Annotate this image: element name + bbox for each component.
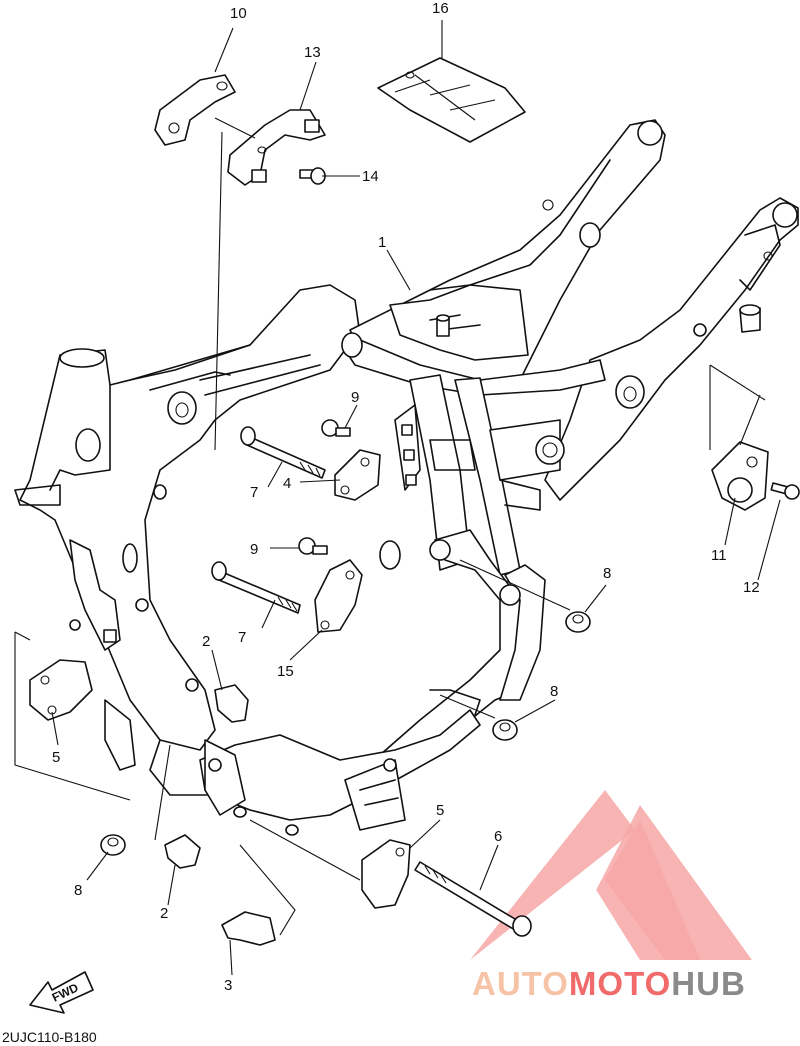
callout-8-left: 8: [74, 882, 82, 899]
callout-13: 13: [304, 44, 321, 61]
part-8-nut-mid: [565, 611, 591, 633]
part-2-clamp-lower: [164, 834, 201, 869]
part-9-bolt-lower: [298, 537, 328, 555]
callout-14: 14: [362, 168, 379, 185]
callout-16: 16: [432, 0, 449, 17]
callout-5-left: 5: [52, 749, 60, 766]
callout-labels: 10 16 13 14 1 9 7 4 9 7 15 2 5 8 8 11 12…: [52, 0, 760, 994]
callout-4: 4: [283, 475, 291, 492]
part-14-bolt: [299, 167, 326, 185]
watermark-auto: AUTO: [472, 965, 569, 1002]
main-frame: [14, 119, 799, 836]
callout-8-lower: 8: [550, 683, 558, 700]
part-13-bracket: [227, 109, 326, 186]
part-8-nut-lower: [492, 719, 518, 741]
part-4-plate: [334, 449, 381, 501]
callout-9-lower: 9: [250, 541, 258, 558]
callout-12: 12: [743, 579, 760, 596]
callout-15: 15: [277, 663, 294, 680]
callout-9-upper: 9: [351, 389, 359, 406]
callout-6: 6: [494, 828, 502, 845]
part-5-bracket-left: [29, 659, 93, 721]
diagram-code: 2UJC110-B180: [2, 1029, 97, 1045]
callout-8-mid: 8: [603, 565, 611, 582]
part-15-plate: [314, 559, 363, 633]
part-10-bracket: [154, 74, 236, 146]
watermark-hub: HUB: [671, 965, 746, 1002]
part-5-bracket-right: [361, 839, 411, 909]
part-2-clamp-upper: [214, 684, 249, 723]
callout-7-lower: 7: [238, 629, 246, 646]
part-8-nut-left: [100, 834, 126, 856]
callout-2-lower: 2: [160, 905, 168, 922]
part-9-bolt-upper: [321, 419, 351, 437]
part-6-bolt: [414, 861, 532, 937]
watermark-moto: MOTO: [569, 965, 671, 1002]
callout-7-upper: 7: [250, 484, 258, 501]
fwd-arrow: FWD: [29, 971, 94, 1014]
callout-10: 10: [230, 5, 247, 22]
part-7-bolt-lower: [211, 561, 301, 614]
part-11-bracket: [711, 441, 769, 511]
callout-5-right: 5: [436, 802, 444, 819]
svg-text:AUTOMOTOHUB: AUTOMOTOHUB: [472, 965, 746, 1002]
leader-lines: [14, 20, 781, 976]
automotohub-logo: AUTOMOTOHUB: [470, 790, 752, 1002]
callout-3: 3: [224, 977, 232, 994]
callout-2-upper: 2: [202, 633, 210, 650]
callout-1: 1: [378, 234, 386, 251]
callout-11: 11: [711, 547, 727, 564]
part-3-clamp: [221, 911, 276, 946]
part-16-label: [377, 57, 526, 143]
part-12-bolt: [770, 482, 800, 500]
part-7-bolt-upper: [240, 426, 326, 479]
